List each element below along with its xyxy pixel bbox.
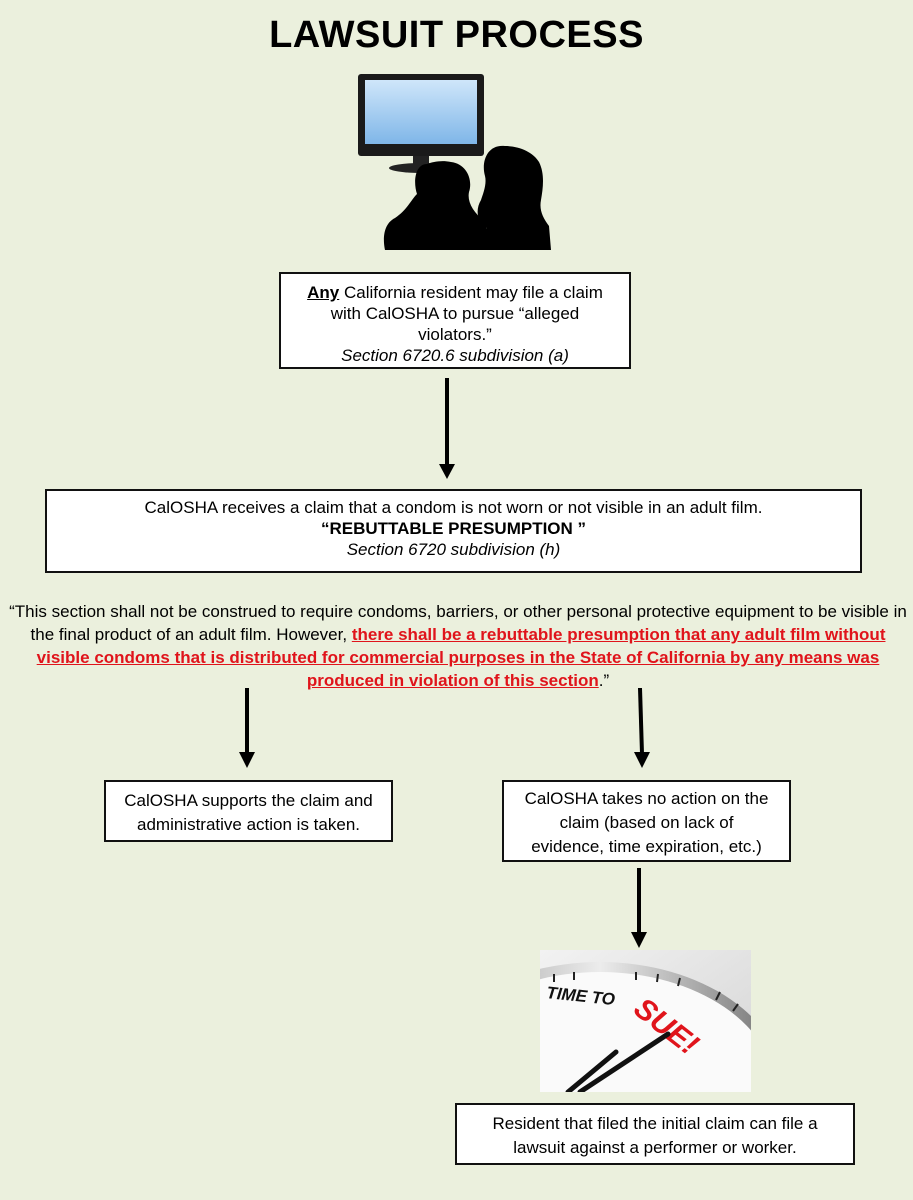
lawsuit-line1: Resident that filed the initial claim ca… bbox=[492, 1114, 818, 1133]
page-title: LAWSUIT PROCESS bbox=[269, 14, 644, 56]
action-line1: CalOSHA supports the claim and bbox=[124, 791, 373, 810]
arrow-down-left bbox=[239, 688, 255, 768]
received-line1: CalOSHA receives a claim that a condom i… bbox=[144, 498, 763, 517]
arrow-down-3 bbox=[631, 868, 647, 948]
arrow-down-right bbox=[634, 687, 650, 768]
no-action-line1: CalOSHA takes no action on the bbox=[524, 789, 769, 808]
action-line2: administrative action is taken. bbox=[137, 815, 360, 834]
action-taken-box: CalOSHA supports the claim and administr… bbox=[104, 780, 393, 842]
statute-quote: “This section shall not be construed to … bbox=[8, 600, 908, 692]
claim-line3: violators.” bbox=[418, 325, 492, 344]
lawsuit-line2: lawsuit against a performer or worker. bbox=[513, 1138, 797, 1157]
quote-end: .” bbox=[598, 671, 610, 690]
claim-filing-box: Any California resident may file a claim… bbox=[279, 272, 631, 369]
received-section: Section 6720 subdivision (h) bbox=[346, 540, 561, 559]
claim-line2: with CalOSHA to pursue “alleged bbox=[330, 304, 580, 323]
lawsuit-box: Resident that filed the initial claim ca… bbox=[455, 1103, 855, 1165]
time-to-sue-clock-icon: TIME TO SUE! bbox=[540, 950, 751, 1092]
arrow-down-1 bbox=[439, 378, 455, 479]
any-emphasis: Any bbox=[307, 283, 340, 302]
people-watching-tv-icon bbox=[358, 74, 551, 250]
no-action-box: CalOSHA takes no action on the claim (ba… bbox=[502, 780, 791, 862]
claim-line1: California resident may file a claim bbox=[339, 283, 603, 302]
claim-section: Section 6720.6 subdivision (a) bbox=[341, 346, 569, 365]
no-action-line3: evidence, time expiration, etc.) bbox=[531, 837, 762, 856]
quote-plain: “This section shall not be construed to … bbox=[9, 602, 907, 644]
rebuttable-presumption-label: “REBUTTABLE PRESUMPTION ” bbox=[320, 519, 587, 538]
quote-highlight: there shall be a rebuttable presumption … bbox=[36, 625, 886, 690]
no-action-line2: claim (based on lack of bbox=[559, 813, 734, 832]
claim-received-box: CalOSHA receives a claim that a condom i… bbox=[45, 489, 862, 573]
